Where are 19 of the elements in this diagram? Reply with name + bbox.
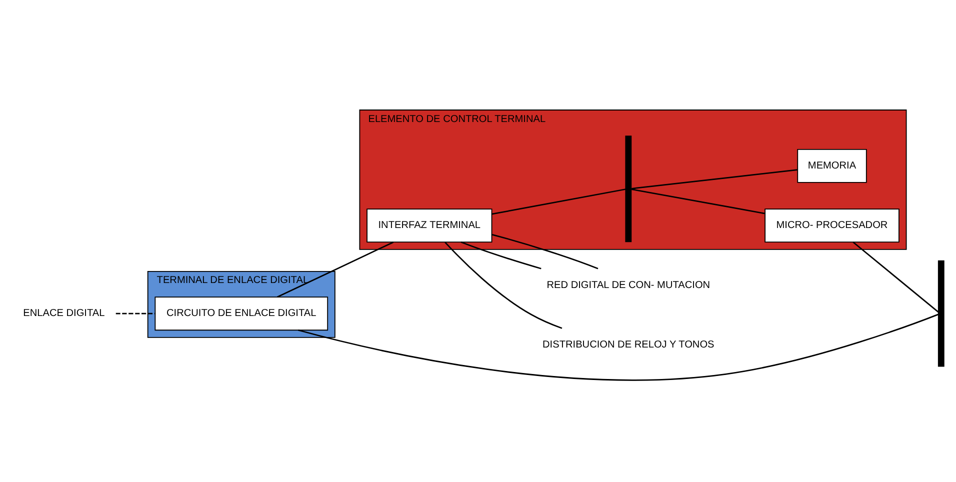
node-box: CIRCUITO DE ENLACE DIGITAL	[154, 296, 328, 330]
node-box: INTERFAZ TERMINAL	[366, 208, 492, 242]
node-bar	[625, 135, 632, 242]
connector	[460, 240, 542, 269]
connector	[492, 188, 626, 214]
connector	[444, 241, 562, 328]
node-text: RED DIGITAL DE CON- MUTACION	[546, 279, 710, 290]
node-box: MICRO- PROCESADOR	[764, 208, 900, 242]
connector	[852, 241, 939, 312]
connector	[298, 313, 938, 380]
node-bar	[938, 260, 944, 366]
connector	[492, 233, 598, 269]
connector	[632, 168, 798, 189]
node-box: MEMORIA	[797, 148, 867, 182]
connector	[631, 188, 765, 214]
node-text: ENLACE DIGITAL	[23, 308, 105, 319]
connector	[277, 241, 394, 298]
node-text: DISTRIBUCION DE RELOJ Y TONOS	[542, 338, 714, 350]
connector	[116, 312, 155, 314]
